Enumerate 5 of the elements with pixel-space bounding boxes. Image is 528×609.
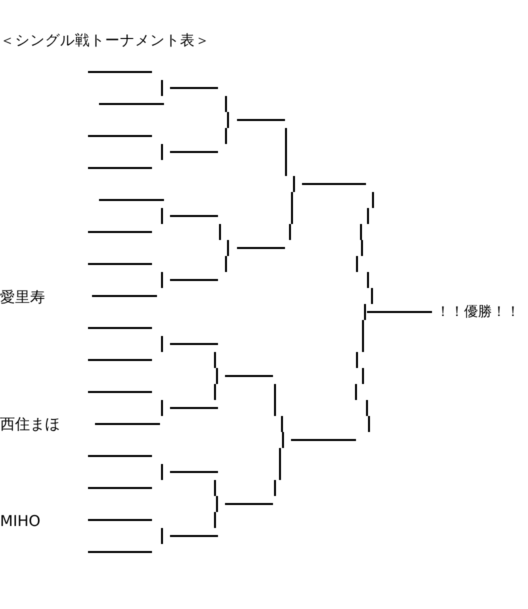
winner-label: ！！優勝！！ (436, 303, 520, 321)
player-name: 愛里寿 (0, 288, 45, 306)
title: ＜シングル戦トーナメント表＞ (0, 32, 210, 50)
player-name: 西住まほ (0, 415, 60, 433)
player-name: MIHO (0, 512, 40, 530)
